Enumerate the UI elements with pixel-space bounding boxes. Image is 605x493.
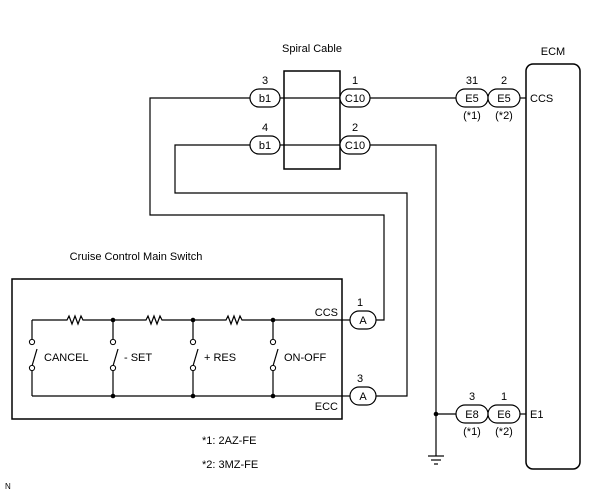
switch-set: - SET [109,320,152,396]
ecm-body [525,63,581,470]
connector-c10-bottom-label: C10 [345,140,365,152]
connector-a-ccs [349,310,377,330]
connector-e5-2azfe-pin: 31 [466,75,478,87]
connector-e6 [487,404,521,424]
spiral-cable-title: Spiral Cable [282,43,342,55]
wire-b1-pin3-to-ccs [149,97,385,321]
connector-e6-label: E6 [497,409,510,421]
connector-c10-bottom-pin: 2 [352,122,358,134]
cruise-control-main-switch: Cruise Control Main Switch CCS ECC CANCE… [11,251,343,420]
connector-e5-3mzfe-label: E5 [497,93,510,105]
connector-b1-bottom-label: b1 [259,140,271,152]
connector-b1-top-label: b1 [259,93,271,105]
connectors: b1 3 b1 4 C10 1 C10 2 E5 31 (*1) E5 2 (*… [249,75,521,438]
spiral-cable: Spiral Cable [280,43,342,170]
wires [149,97,526,456]
ground-junction-dot [433,411,439,417]
ecm-terminal-ccs: CCS [530,93,553,105]
connector-e6-variant: (*2) [495,426,513,438]
switch-set-label: - SET [124,352,152,364]
wire-c10-to-ground [370,144,437,456]
connector-c10-top-label: C10 [345,93,365,105]
ecm-block: ECM CCS E1 [525,46,581,470]
connector-e8-variant: (*1) [463,426,481,438]
connector-a-ccs-label: A [359,315,367,327]
connector-c10-bottom [339,135,371,155]
ecm-terminal-e1: E1 [530,409,543,421]
switch-res: + RES [189,320,236,396]
main-switch-body [11,278,343,420]
switch-terminal-ccs: CCS [315,307,338,319]
connector-b1-top [249,88,281,108]
connector-e8-pin: 3 [469,391,475,403]
wire-b1-pin4-to-ecc [174,144,408,397]
connector-e5-2azfe-variant: (*1) [463,110,481,122]
ecm-title: ECM [541,46,565,58]
switch-res-label: + RES [204,352,236,364]
top-rail-with-resistors [32,314,342,326]
connector-e5-3mzfe-variant: (*2) [495,110,513,122]
connector-e6-pin: 1 [501,391,507,403]
connector-c10-top-pin: 1 [352,75,358,87]
connector-c10-top [339,88,371,108]
connector-b1-bottom [249,135,281,155]
switch-cancel: CANCEL [28,320,89,396]
connector-a-ecc-pin: 3 [357,373,363,385]
connector-b1-bottom-pin: 4 [262,122,268,134]
switch-cancel-label: CANCEL [44,352,89,364]
connector-a-ecc-label: A [359,391,367,403]
ground-symbol-icon [428,411,444,465]
connector-e5-3mzfe-pin: 2 [501,75,507,87]
connector-e5-3mzfe [487,88,521,108]
main-switch-title: Cruise Control Main Switch [70,251,203,263]
switch-terminal-ecc: ECC [315,401,338,413]
footnote-1: *1: 2AZ-FE [202,435,256,447]
connector-b1-top-pin: 3 [262,75,268,87]
spiral-cable-body [283,70,341,170]
connector-a-ecc [349,386,377,406]
footnote-2: *2: 3MZ-FE [202,459,258,471]
connector-e5-2azfe-label: E5 [465,93,478,105]
switch-on-off-label: ON-OFF [284,352,326,364]
connector-e8-label: E8 [465,409,478,421]
corner-mark: N [5,482,11,491]
connector-a-ccs-pin: 1 [357,297,363,309]
switch-on-off: ON-OFF [269,320,326,396]
